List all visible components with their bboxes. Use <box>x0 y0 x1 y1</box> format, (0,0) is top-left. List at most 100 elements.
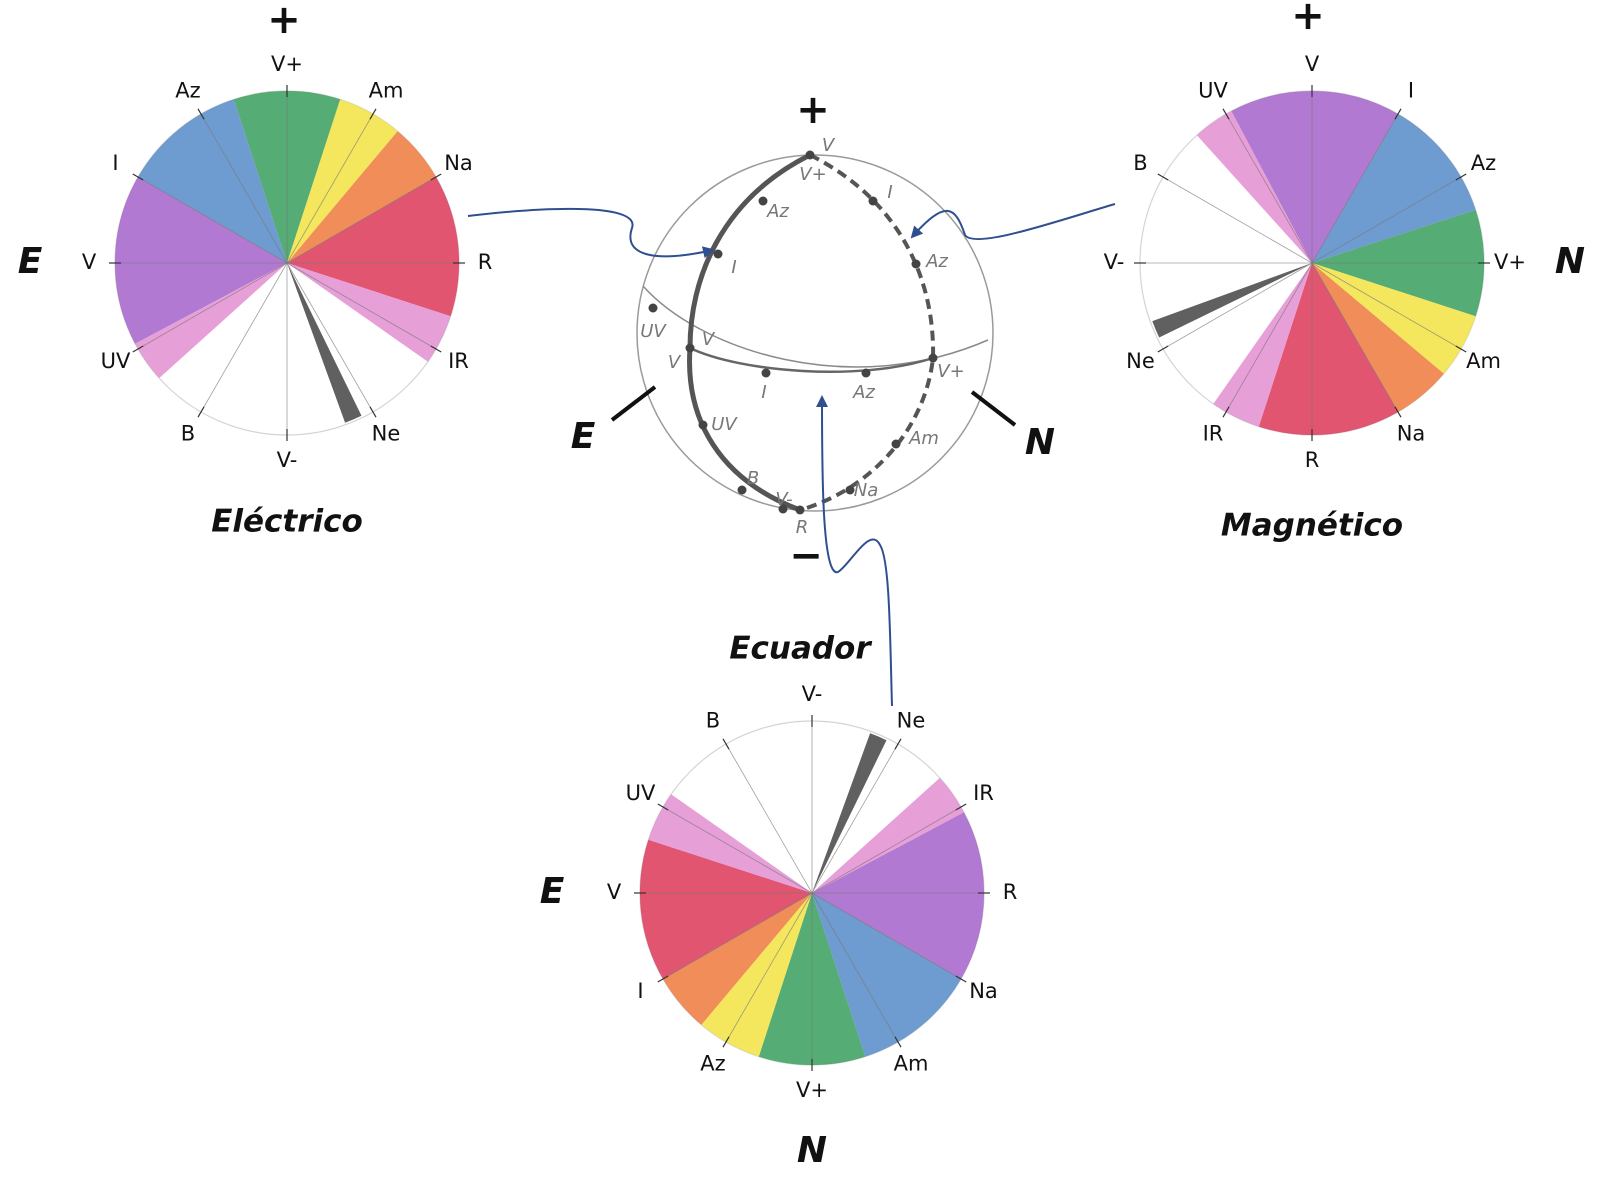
sphere-point <box>845 485 855 495</box>
electric-wheel-label: V <box>82 250 97 274</box>
magnetic-wheel-tick <box>1222 406 1230 418</box>
electric-wheel-label: B <box>181 422 195 446</box>
electric-wheel-label: IR <box>448 349 469 373</box>
magnetic-wheel-band <box>1258 263 1398 436</box>
electric-wheel-spoke <box>200 262 288 413</box>
electric-wheel-band <box>287 177 460 317</box>
equator-wheel-label: Az <box>700 1052 725 1076</box>
equator-wheel-label: Ne <box>897 709 926 733</box>
equator-wheel-tick <box>657 975 669 983</box>
magnetic-wheel-tick <box>1455 173 1467 181</box>
magnetic-side-letter: N <box>1555 241 1585 282</box>
equator-wheel-label: Am <box>894 1052 929 1076</box>
magnetic-wheel-label: B <box>1133 151 1147 175</box>
sphere-label-r-low: R <box>796 517 809 538</box>
magnetic-wheel-label: V- <box>1104 250 1125 274</box>
arrow-electric-to-sphere <box>467 207 715 259</box>
magnetic-wheel-tick <box>1394 108 1402 120</box>
sphere-point <box>758 196 768 206</box>
magnetic-wheel-tick <box>1157 173 1169 181</box>
magnetic-wheel-label: Am <box>1466 349 1501 373</box>
equator-wheel-spoke <box>662 892 813 980</box>
sphere-right-letter: N <box>1025 422 1055 463</box>
electric-wheel-spoke <box>137 262 288 350</box>
equator-wheel-band <box>648 794 812 893</box>
electric-wheel-band <box>287 99 398 264</box>
magnetic-wheel-spoke <box>1225 262 1313 413</box>
sphere-point <box>795 505 805 515</box>
magnetic-wheel-spoke <box>1162 176 1313 264</box>
electric-wheel-label: Az <box>175 79 200 103</box>
sphere-label-na-low: Na <box>854 480 879 501</box>
sphere-magnetic-axis-tick <box>970 390 1017 427</box>
equator-wheel-label: I <box>637 979 643 1003</box>
equator-wheel-label: Na <box>969 979 998 1003</box>
electric-wheel-spoke <box>286 113 374 264</box>
sphere-label-i-eq: I <box>761 382 766 403</box>
magnetic-wheel-label: UV <box>1198 79 1228 103</box>
magnetic-wheel-tick <box>1455 345 1467 353</box>
sphere-label-az-left: Az <box>766 201 789 222</box>
sphere-point <box>698 420 708 430</box>
sphere: V V+ Az I I Az UV V V I Az V+ UV Am B V-… <box>571 87 1055 579</box>
equator-wheel-tick <box>657 803 669 811</box>
electric-wheel-spoke <box>286 262 437 350</box>
equator-wheel-band <box>812 812 984 893</box>
electric-wheel-spoke <box>286 176 437 264</box>
electric-plus-sign: + <box>267 0 301 43</box>
magnetic-wheel-spoke <box>1311 262 1399 413</box>
sphere-points <box>648 150 938 515</box>
electric-wheel-spoke <box>200 113 288 264</box>
magnetic-title: Magnético <box>1221 508 1403 544</box>
sphere-label-az-eq: Az <box>852 382 875 403</box>
sphere-label-v-top: V <box>822 135 836 156</box>
magnetic-wheel-spoke <box>1225 113 1313 264</box>
arrow-magnetic-to-sphere <box>910 203 1116 240</box>
equator-wheel-tick <box>955 803 967 811</box>
electric-wheel-ne-wedge <box>287 263 362 423</box>
electric-wheel-spoke <box>137 176 288 264</box>
electric-wheel-band <box>115 263 287 344</box>
sphere-plus-sign: + <box>796 87 830 133</box>
electric-wheel-spoke <box>286 262 374 413</box>
electric-wheel-label: V+ <box>271 52 303 76</box>
electric-wheel-tick <box>430 345 442 353</box>
equator-wheel-spoke <box>811 892 899 1043</box>
magnetic-wheel-band <box>1312 263 1444 412</box>
equator-wheel-label: B <box>706 709 720 733</box>
electric-wheel-label: R <box>478 250 493 274</box>
sphere-outline <box>636 154 994 512</box>
magnetic-wheel-band <box>1196 111 1312 263</box>
magnetic-wheel-tick <box>1222 108 1230 120</box>
sphere-label-b-low: B <box>747 468 759 489</box>
sphere-point <box>861 368 871 378</box>
sphere-point <box>868 196 878 206</box>
sphere-label-i-left: I <box>731 257 736 278</box>
electric-wheel-band <box>287 131 436 263</box>
equator-wheel-tick <box>894 738 902 750</box>
electric-wheel-tick <box>369 406 377 418</box>
magnetic-wheel-band <box>1312 263 1476 374</box>
equator-wheel-tick <box>955 975 967 983</box>
sphere-point <box>737 485 747 495</box>
equator-wheel-label: V+ <box>796 1078 828 1102</box>
equator-wheel-band <box>812 893 984 979</box>
sphere-point <box>713 249 723 259</box>
equator-wheel-spoke <box>725 743 813 894</box>
equator-bottom-letter: N <box>797 1130 827 1171</box>
equator-wheel-spoke <box>811 743 899 894</box>
sphere-point <box>685 343 695 353</box>
sphere-label-am-right: Am <box>908 428 939 449</box>
equator-wheel-band <box>812 893 961 1057</box>
magnetic-wheel-label: V <box>1305 52 1320 76</box>
magnetic-wheel-spoke <box>1311 262 1462 350</box>
sphere-point <box>891 439 901 449</box>
equator-wheel-spoke <box>662 806 813 894</box>
sphere-minus-sign: − <box>789 533 823 579</box>
equator-wheel-spoke <box>811 806 962 894</box>
sphere-point <box>911 259 921 269</box>
magnetic-wheel-label: I <box>1408 79 1414 103</box>
equator-wheel-band <box>663 893 812 1025</box>
